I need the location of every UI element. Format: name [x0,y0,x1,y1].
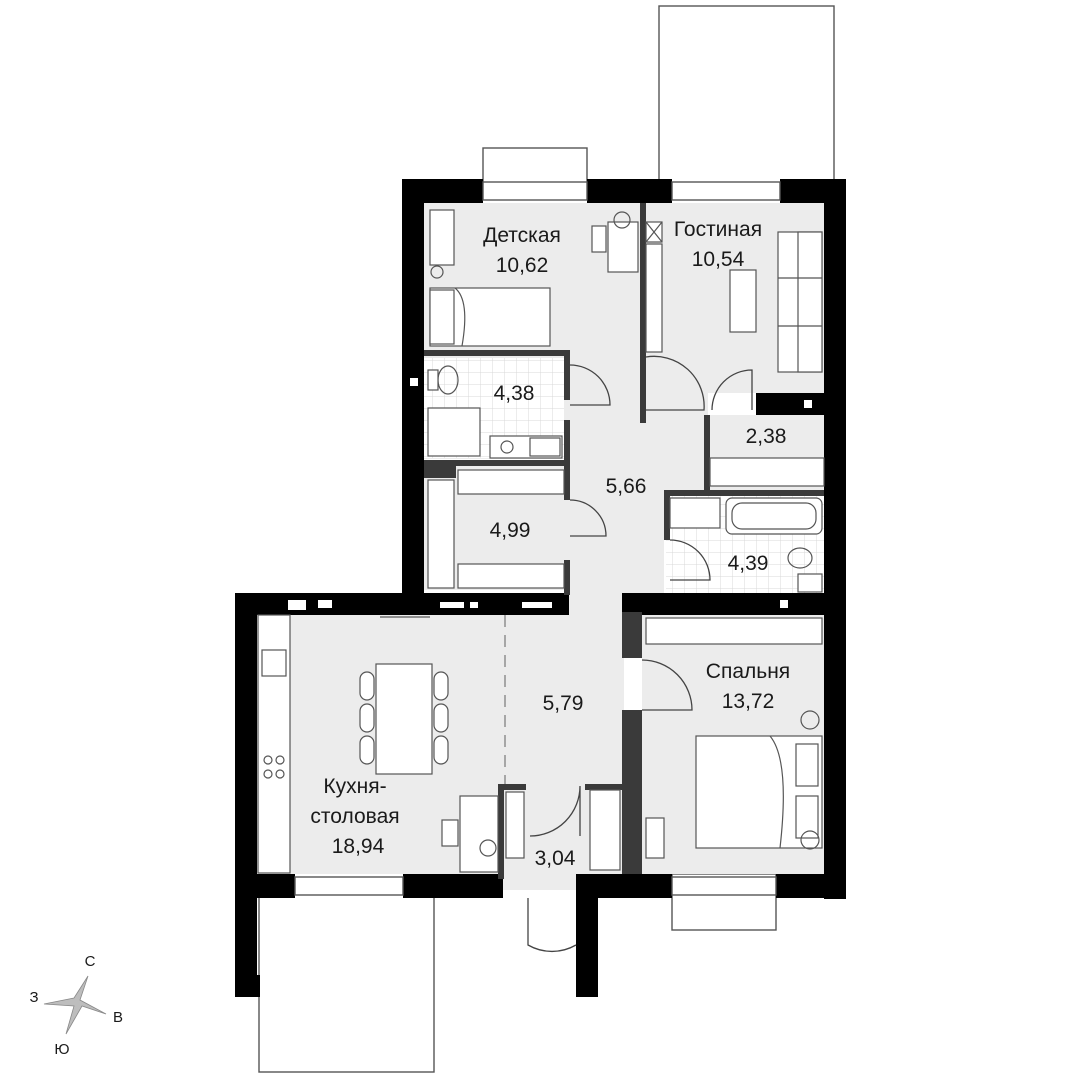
living-room-name: Гостиная [674,218,762,241]
interior-walls [424,203,824,879]
compass-south: Ю [54,1041,69,1058]
children-room-area: 10,62 [496,254,549,277]
storage1-area: 2,38 [746,425,787,448]
children-room-name: Детская [483,224,561,247]
living-room-area: 10,54 [692,248,745,271]
outer-walls [235,179,846,997]
windows [288,181,812,896]
compass-star-icon [43,975,107,1035]
doors [527,355,753,952]
closet-area: 4,99 [490,519,531,542]
balcony-living [658,5,835,185]
bath1-area: 4,38 [494,382,535,405]
bath2-area: 4,39 [728,552,769,575]
corridor-area: 5,79 [543,692,584,715]
bath1-fixtures [427,365,563,459]
bath2-fixtures [669,497,823,593]
kitchen-name-line1: Кухня- [323,775,386,798]
bedroom-furniture [645,617,823,859]
window-box-children [482,147,588,185]
entry-shelf [505,791,525,859]
closet-shelves [427,469,565,589]
balcony-kitchen [258,891,435,1073]
entry-area: 3,04 [535,847,576,870]
storage-shelves [709,457,825,487]
kitchen-name-line2: столовая [310,805,399,828]
entry-closet [589,789,621,871]
compass: С Ю З В [29,953,123,1058]
kitchen-area: 18,94 [332,835,385,858]
children-furniture [429,209,639,347]
bedroom-area: 13,72 [722,690,775,713]
living-furniture [645,221,823,373]
compass-east: В [113,1009,123,1026]
room-labels: Детская 10,62 Гостиная 10,54 4,38 5,66 2… [310,218,790,870]
hall-area: 5,66 [606,475,647,498]
kitchen-furniture [257,614,499,874]
compass-north: С [85,953,96,970]
compass-west: З [29,989,38,1006]
bedroom-name: Спальня [706,660,790,683]
